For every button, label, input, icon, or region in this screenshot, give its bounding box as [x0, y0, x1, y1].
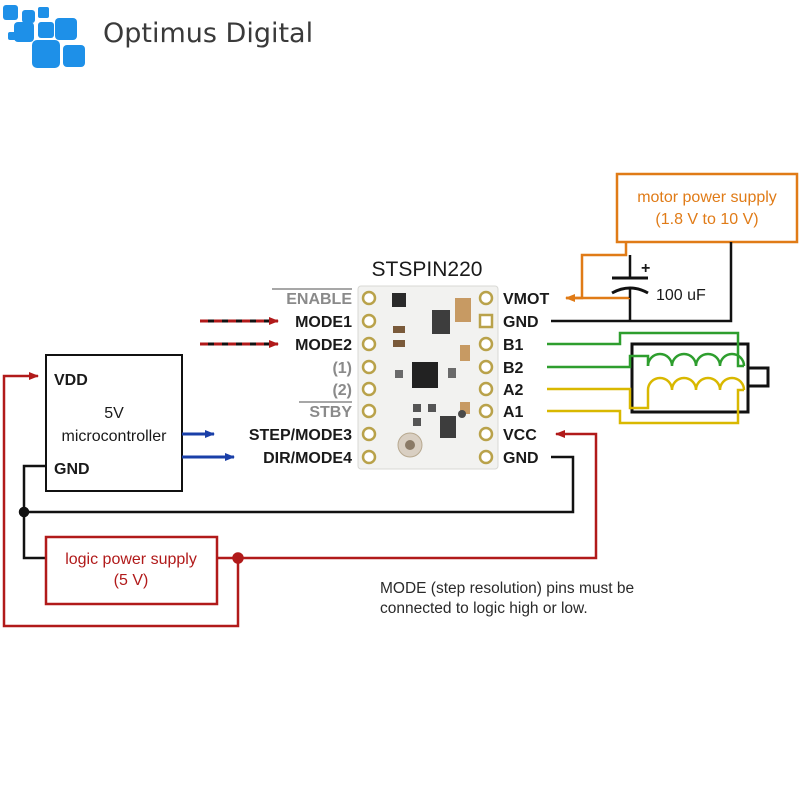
pin-mode2: MODE2 [295, 337, 352, 354]
coil-b-wires [547, 331, 744, 369]
pin-dir-mode4: DIR/MODE4 [263, 450, 352, 467]
pin-gnd-logic: GND [503, 450, 539, 467]
note-line1: MODE (step resolution) pins must be [380, 580, 634, 597]
signal-wires [182, 430, 235, 461]
mcu-gnd-label: GND [54, 461, 90, 478]
pin-vmot: VMOT [503, 291, 549, 308]
stepper-motor [630, 342, 770, 414]
pin-nc1: (1) [332, 360, 352, 377]
logic-power-wire [2, 372, 598, 628]
logic-supply-line2: (5 V) [114, 572, 149, 589]
mcu-vdd-label: VDD [54, 372, 88, 389]
ground-wire [18, 455, 575, 560]
logic-supply-line1: logic power supply [65, 551, 197, 568]
capacitor-plus: + [641, 260, 650, 277]
pin-stby: STBY [309, 404, 352, 421]
logic-power-supply: logic power supply (5 V) [44, 535, 219, 606]
brand-name: Optimus Digital [103, 18, 313, 49]
coil-a-wires [547, 387, 744, 425]
pin-a1: A1 [503, 404, 524, 421]
brand-logo: Optimus Digital [3, 5, 313, 68]
motor-power-supply: motor power supply (1.8 V to 10 V) [615, 172, 799, 244]
capacitor-value: 100 uF [656, 287, 706, 304]
pin-b2: B2 [503, 360, 524, 377]
driver-board [357, 285, 499, 470]
pin-step-mode3: STEP/MODE3 [249, 427, 352, 444]
capacitor: + 100 uF [611, 255, 706, 304]
pin-nc2: (2) [332, 382, 352, 399]
board-title: STSPIN220 [372, 258, 483, 281]
microcontroller-box: VDD 5V microcontroller GND [45, 354, 183, 492]
mode-note: MODE (step resolution) pins must be conn… [380, 580, 634, 617]
note-line2: connected to logic high or low. [380, 600, 588, 617]
pixel-logo-icon [3, 5, 85, 68]
pin-a2: A2 [503, 382, 524, 399]
mcu-name-line1: 5V [104, 405, 124, 422]
motor-supply-line2: (1.8 V to 10 V) [655, 211, 758, 228]
pin-vcc: VCC [503, 427, 537, 444]
pin-gnd-motor: GND [503, 314, 539, 331]
mcu-name-line2: microcontroller [62, 428, 168, 445]
pin-b1: B1 [503, 337, 524, 354]
pin-mode1: MODE1 [295, 314, 352, 331]
motor-supply-line1: motor power supply [637, 189, 777, 206]
mode-logic-wires [200, 317, 279, 348]
motor-ground-wire [551, 242, 733, 323]
pin-enable: ENABLE [286, 291, 352, 308]
